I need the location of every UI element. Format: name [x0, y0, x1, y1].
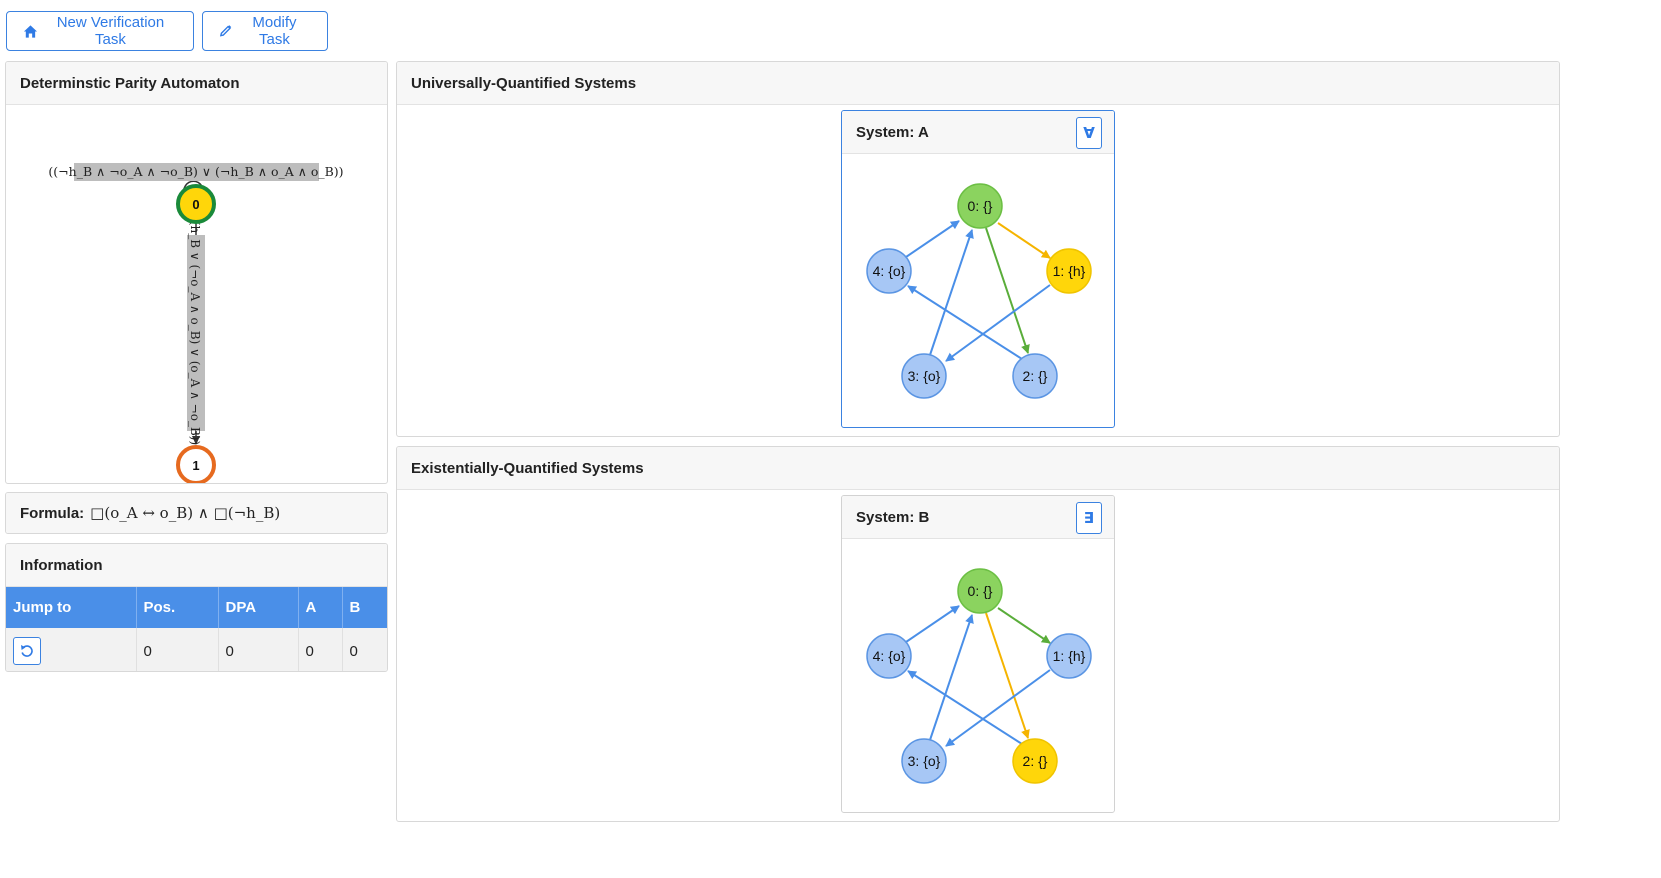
col-jump-to: Jump to — [6, 587, 137, 628]
existential-systems-title: Existentially-Quantified Systems — [397, 447, 1559, 490]
new-verification-task-label: New Verification Task — [56, 14, 165, 48]
node-2-label: 2: {} — [1023, 753, 1048, 769]
dpa-state-0-label: 0 — [192, 197, 199, 212]
home-icon — [23, 24, 38, 38]
node-1-label: 1: {h} — [1053, 263, 1086, 279]
col-pos: Pos. — [136, 587, 219, 628]
system-b-graph[interactable]: 0: {} 1: {h} 2: {} 3: {o} 4: {o} — [842, 539, 1114, 811]
undo-icon — [21, 645, 33, 657]
col-b: B — [342, 587, 387, 628]
self-loop-label-bg — [74, 163, 319, 181]
self-loop-label: ((¬h_B ∧ ¬o_A ∧ ¬o_B) ∨ (¬h_B ∧ o_A ∧ o_… — [48, 164, 343, 179]
edge-2-4 — [907, 285, 1023, 360]
node-0-label: 0: {} — [968, 198, 993, 214]
node-3-label: 3: {o} — [908, 368, 941, 384]
node-4[interactable] — [866, 248, 912, 294]
node-2[interactable] — [1012, 353, 1058, 399]
dpa-state-1-label: 1 — [192, 458, 199, 473]
new-verification-task-button[interactable]: New Verification Task — [6, 11, 194, 51]
system-b-title: System: B — [856, 508, 930, 526]
dpa-panel-title: Determinstic Parity Automaton — [6, 62, 387, 105]
edge-3-0 — [929, 614, 974, 741]
edge-0-2 — [985, 227, 1030, 354]
edge-2-4 — [907, 670, 1023, 745]
table-row: 0 0 0 0 — [6, 628, 387, 671]
node-4-label: 4: {o} — [873, 648, 906, 664]
system-a-graph[interactable]: 0: {} 1: {h} 2: {} 3: {o} 4: {o} — [842, 154, 1114, 426]
edge-0-1 — [997, 222, 1051, 259]
formula-panel: Formula: □(o_A ↔ o_B) ∧ □(¬h_B) — [5, 492, 388, 534]
edge-0-2 — [985, 612, 1030, 739]
system-a-card[interactable]: System: A ∀ 0: {} 1: {h} 2: {} 3: {o} 4:… — [841, 110, 1115, 428]
edge-3-0 — [929, 229, 974, 356]
node-3[interactable] — [901, 353, 947, 399]
formula-text: □(o_A ↔ o_B) ∧ □(¬h_B) — [90, 504, 281, 522]
dpa-state-0[interactable] — [176, 184, 216, 224]
cell-dpa: 0 — [218, 628, 299, 671]
transition-arrow-head — [192, 436, 200, 445]
exists-quantifier-button[interactable]: ∃ — [1076, 502, 1102, 534]
node-4-label: 4: {o} — [873, 263, 906, 279]
node-4[interactable] — [866, 633, 912, 679]
node-2-label: 2: {} — [1023, 368, 1048, 384]
cell-b: 0 — [342, 628, 387, 671]
modify-task-label: Modify Task — [252, 14, 297, 48]
transition-label: (h_B ∨ (¬o_A ∧ o_B) ∨ (o_A ∧ ¬o_B)) — [188, 221, 202, 445]
universal-systems-title: Universally-Quantified Systems — [397, 62, 1559, 105]
jump-button[interactable] — [13, 637, 41, 665]
forall-quantifier-button[interactable]: ∀ — [1076, 117, 1102, 149]
node-2[interactable] — [1012, 738, 1058, 784]
edge-1-3 — [945, 284, 1051, 362]
node-1[interactable] — [1046, 633, 1092, 679]
formula-label: Formula: — [20, 504, 85, 522]
dpa-graph[interactable]: ((¬h_B ∧ ¬o_A ∧ ¬o_B) ∨ (¬h_B ∧ o_A ∧ o_… — [6, 105, 386, 483]
node-3-label: 3: {o} — [908, 753, 941, 769]
information-table: Jump to Pos. DPA A B 0 0 — [6, 587, 387, 671]
edge-4-0 — [905, 605, 960, 643]
col-a: A — [298, 587, 343, 628]
node-0[interactable] — [957, 183, 1003, 229]
dpa-state-1[interactable] — [176, 445, 216, 483]
edge-0-1 — [997, 607, 1051, 644]
system-b-card[interactable]: System: B ∃ 0: {} 1: {h} 2: {} 3: {o} 4:… — [841, 495, 1115, 813]
edge-1-3 — [945, 669, 1051, 747]
pencil-icon — [219, 25, 232, 37]
transition-label-bg — [187, 235, 205, 431]
col-dpa: DPA — [218, 587, 299, 628]
node-0[interactable] — [957, 568, 1003, 614]
node-3[interactable] — [901, 738, 947, 784]
edge-4-0 — [905, 220, 960, 258]
node-0-label: 0: {} — [968, 583, 993, 599]
modify-task-button[interactable]: Modify Task — [202, 11, 328, 51]
information-title: Information — [6, 544, 387, 587]
information-panel: Information Jump to Pos. DPA A B — [5, 543, 388, 672]
cell-a: 0 — [298, 628, 343, 671]
cell-pos: 0 — [136, 628, 219, 671]
node-1[interactable] — [1046, 248, 1092, 294]
system-a-title: System: A — [856, 123, 929, 141]
dpa-panel: Determinstic Parity Automaton ((¬h_B ∧ ¬… — [5, 61, 388, 484]
node-1-label: 1: {h} — [1053, 648, 1086, 664]
